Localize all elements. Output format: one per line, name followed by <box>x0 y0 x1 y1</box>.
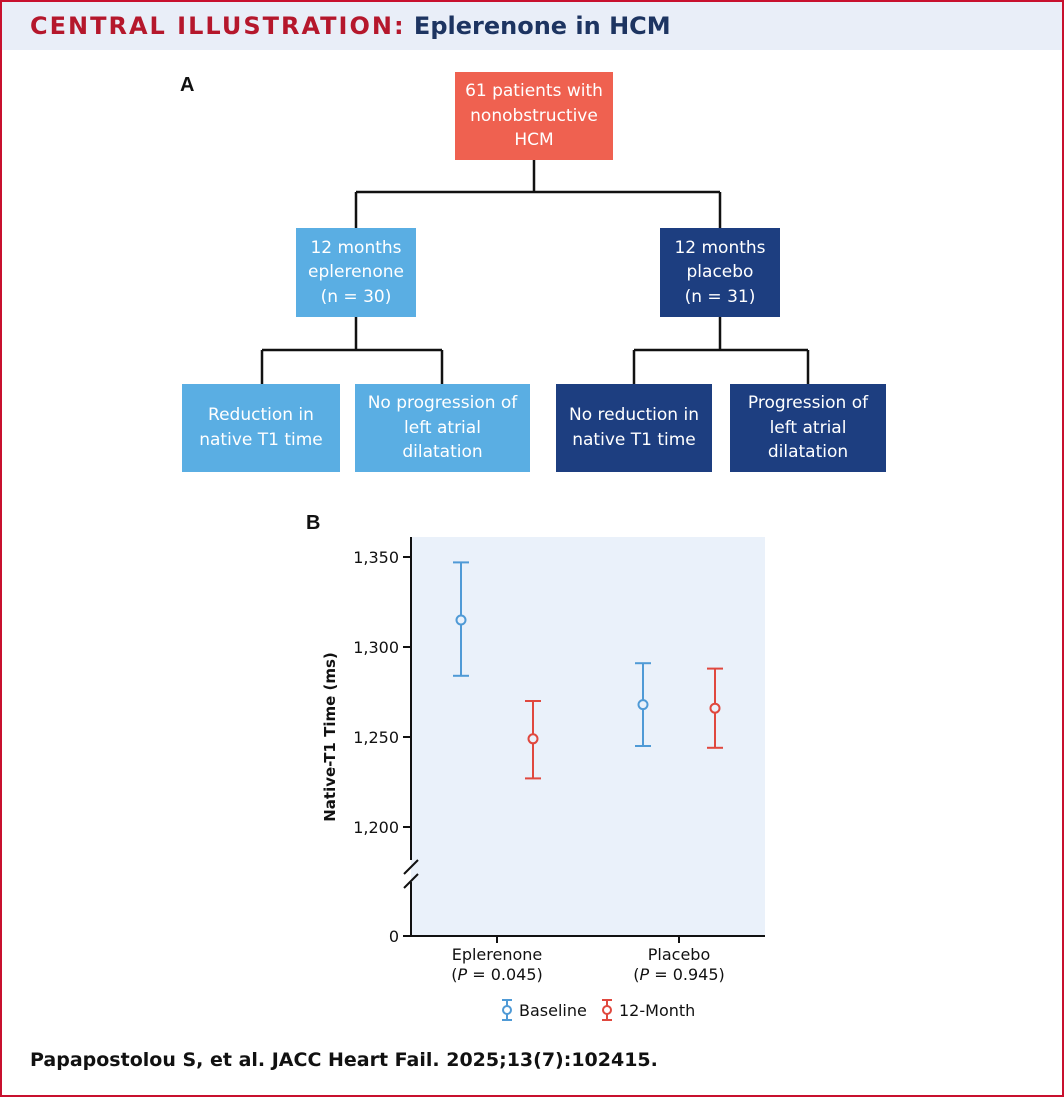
axis-break-mark <box>403 859 419 875</box>
legend-symbol-marker <box>502 1005 512 1015</box>
placebo-connector <box>632 317 810 384</box>
mean-marker <box>527 733 539 745</box>
y-tick-label: 0 <box>389 927 399 946</box>
native-t1-chart: 1,350 1,300 1,250 1,200 0 Native-T1 Time (ms)… <box>321 537 765 1021</box>
eplerenone-arm-box: 12 months eplerenone (n = 30) <box>296 228 416 317</box>
y-tick-label: 1,200 <box>353 818 399 837</box>
y-tick-label: 1,350 <box>353 548 399 567</box>
panel-a-letter: A <box>180 74 195 96</box>
root-box: 61 patients with nonobstructive HCM <box>455 72 613 160</box>
error-bar-point <box>525 700 541 780</box>
placebo-outcome-t1-box: No reduction in native T1 time <box>556 384 712 472</box>
category-label: Eplerenone <box>452 945 543 964</box>
flow-connectors <box>260 160 810 384</box>
legend-item: 12-Month <box>602 999 695 1021</box>
mean-marker <box>455 614 467 626</box>
legend-symbol-marker <box>602 1005 612 1015</box>
error-bar-point <box>635 662 651 747</box>
title-topic: Eplerenone in HCM <box>413 12 671 40</box>
citation: Papapostolou S, et al. JACC Heart Fail. … <box>30 1049 658 1071</box>
category-p-value: (P = 0.045) <box>451 965 543 984</box>
mean-marker <box>709 702 721 714</box>
axis-break-mark <box>403 873 419 889</box>
figure-header: CENTRAL ILLUSTRATION: Eplerenone in HCM <box>2 2 1062 50</box>
legend-label: 12-Month <box>619 1001 695 1020</box>
error-bar-point <box>707 667 723 749</box>
eplerenone-connector <box>260 317 444 384</box>
mean-marker <box>637 699 649 711</box>
error-bar-point <box>453 561 469 677</box>
placebo-arm-box: 12 months placebo (n = 31) <box>660 228 780 317</box>
placebo-outcome-la-box: Progression of left atrial dilatation <box>730 384 886 472</box>
root-connector <box>354 160 722 228</box>
y-tick-label: 1,300 <box>353 638 399 657</box>
panel-b-letter: B <box>306 512 321 534</box>
eplerenone-outcome-la-box: No progression of left atrial dilatation <box>355 384 530 472</box>
y-tick-label: 1,250 <box>353 728 399 747</box>
category-label: Placebo <box>648 945 710 964</box>
category-p-value: (P = 0.945) <box>633 965 725 984</box>
plot-background <box>411 537 765 936</box>
title-label: CENTRAL ILLUSTRATION: <box>30 12 406 40</box>
y-axis-label: Native-T1 Time (ms) <box>321 652 339 822</box>
legend-label: Baseline <box>519 1001 587 1020</box>
legend-item: Baseline <box>502 999 587 1021</box>
figure-title: CENTRAL ILLUSTRATION: Eplerenone in HCM <box>30 12 671 40</box>
eplerenone-outcome-t1-box: Reduction in native T1 time <box>182 384 340 472</box>
